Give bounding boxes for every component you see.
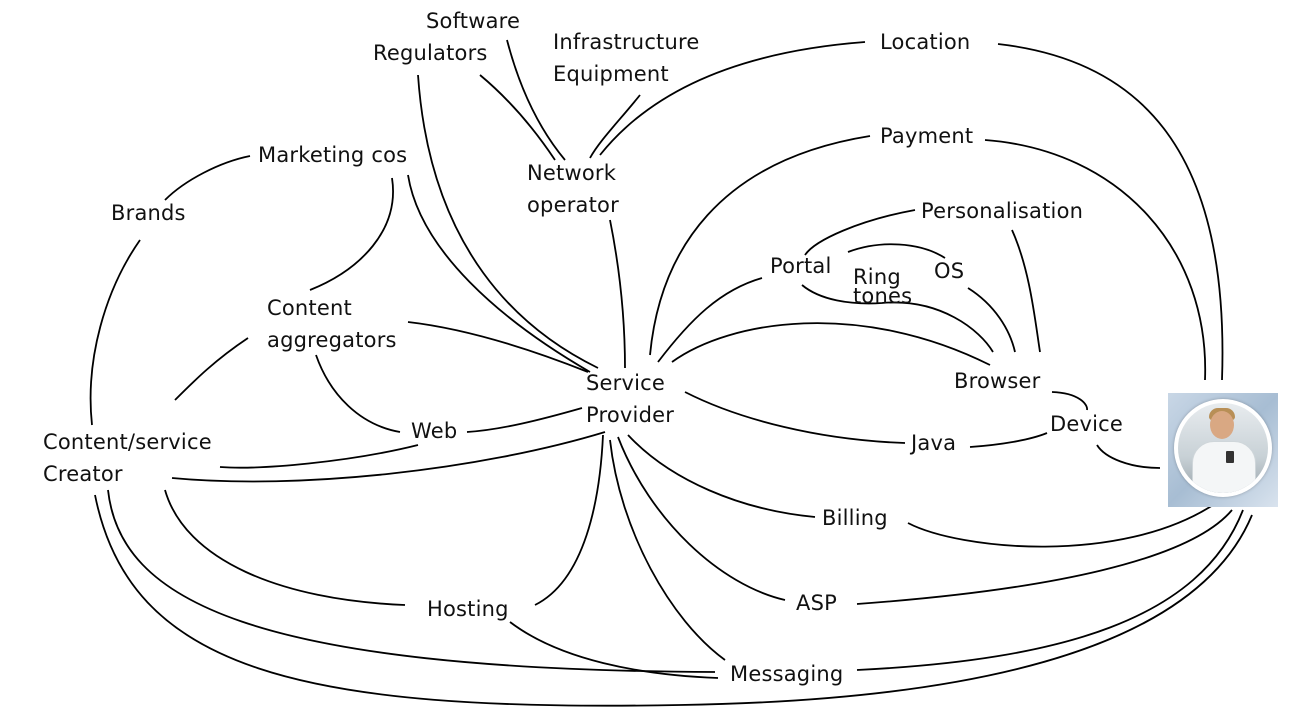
node-os: OS <box>934 259 965 283</box>
edge-sp-asp <box>617 436 786 601</box>
node-brands: Brands <box>111 201 186 225</box>
node-personalisation: Personalisation <box>921 199 1084 223</box>
node-content-service-creator: Content/service Creator <box>43 430 212 486</box>
node-infrastructure-equipment: Infrastructure Equipment <box>553 30 700 86</box>
edge-aggregators-creator <box>174 337 249 401</box>
edge-aggregators-web <box>315 354 401 433</box>
person-body <box>1192 441 1256 493</box>
edge-portal-ringtones-browser <box>801 284 994 353</box>
phone-icon <box>1226 451 1234 463</box>
edge-sp-portal <box>657 277 763 363</box>
edge-marketing-brands <box>164 155 251 201</box>
edge-browser-device <box>1051 391 1088 411</box>
edge-marketing-aggregators <box>309 177 394 291</box>
edge-billing-user <box>907 504 1214 548</box>
edge-creator-user-outer <box>94 494 1253 707</box>
edge-sp-content-aggregators <box>407 321 589 373</box>
node-payment: Payment <box>880 124 974 148</box>
edge-regulators-network <box>479 74 556 161</box>
node-billing: Billing <box>822 506 888 530</box>
edge-location-network <box>599 41 866 156</box>
node-location: Location <box>880 30 971 54</box>
edge-sp-payment <box>649 135 871 356</box>
node-device: Device <box>1050 412 1124 436</box>
person-with-phone-image <box>1178 403 1268 493</box>
edge-payment-user <box>984 139 1206 381</box>
node-messaging: Messaging <box>730 662 844 686</box>
edge-sp-creator <box>171 431 606 483</box>
edge-creator-messaging <box>107 489 716 673</box>
edge-sp-marketing <box>407 174 591 373</box>
node-browser: Browser <box>954 369 1041 393</box>
node-java: Java <box>911 431 957 455</box>
edge-sp-billing <box>627 434 816 518</box>
node-regulators: Regulators <box>373 41 488 65</box>
node-web: Web <box>411 419 458 443</box>
edge-location-user <box>997 43 1224 381</box>
person-head <box>1210 411 1234 439</box>
edge-sp-hosting <box>534 434 604 606</box>
edge-sp-web <box>466 407 583 433</box>
edge-hosting-messaging <box>509 621 719 679</box>
edge-device-user <box>1096 444 1161 469</box>
node-hosting: Hosting <box>427 597 509 621</box>
node-ring-tones: Ring tones <box>853 265 913 308</box>
edge-sp-java <box>684 391 906 444</box>
node-asp: ASP <box>796 591 837 615</box>
edge-asp-user <box>856 509 1233 605</box>
node-service-provider: Service Provider <box>586 371 675 427</box>
edge-personalisation-browser <box>1011 229 1041 353</box>
edge-brands-creator <box>89 239 141 426</box>
edge-sp-messaging <box>609 439 726 661</box>
edge-personalisation-portal <box>804 209 916 256</box>
edge-os-browser <box>967 287 1016 353</box>
edge-java-device <box>969 432 1048 448</box>
edge-infrastructure-network <box>589 94 641 159</box>
node-content-aggregators: Content aggregators <box>267 296 397 352</box>
edge-software-network <box>506 39 566 161</box>
node-software: Software <box>426 9 521 33</box>
node-marketing-cos: Marketing cos <box>258 143 408 167</box>
edge-messaging-user <box>856 509 1244 671</box>
edge-sp-regulators <box>417 74 599 369</box>
edge-ringtones-os <box>847 243 946 259</box>
edge-creator-hosting <box>164 489 406 606</box>
edge-sp-network-operator <box>609 219 626 369</box>
node-portal: Portal <box>770 254 832 278</box>
edge-web-creator <box>219 444 419 469</box>
node-network-operator: Network operator <box>527 161 619 217</box>
edge-sp-browser <box>671 322 991 366</box>
user-photo <box>1168 393 1278 507</box>
